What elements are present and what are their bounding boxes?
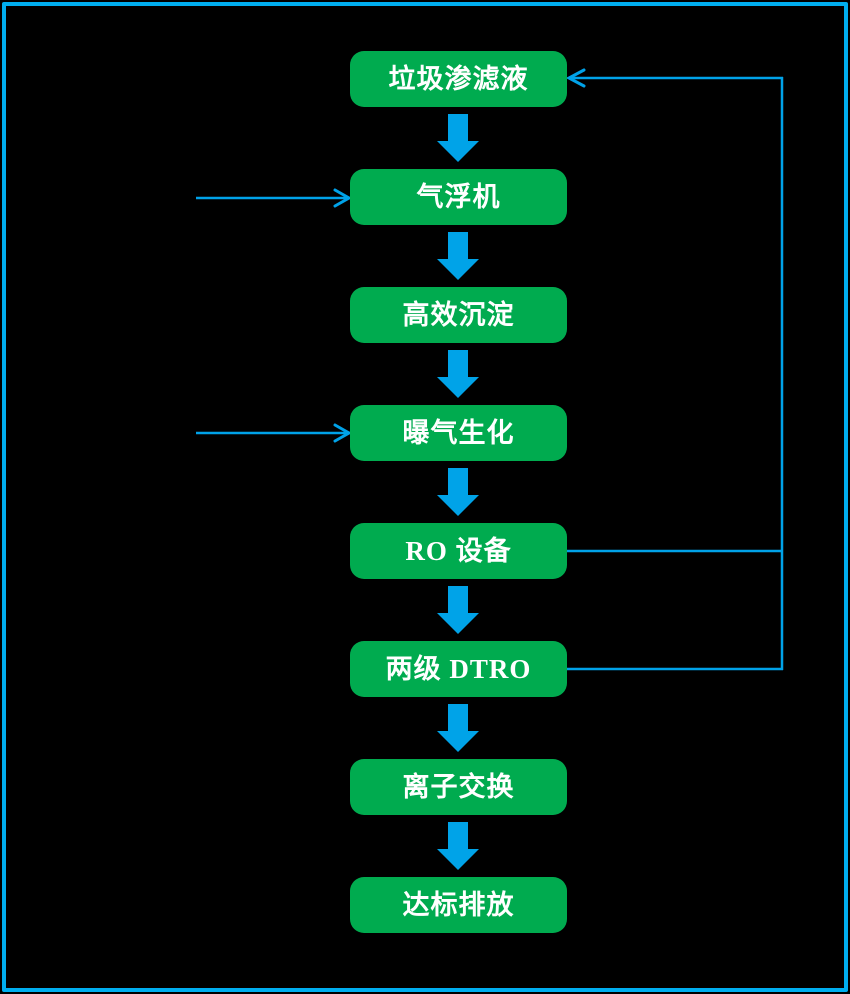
- node-label: 离子交换: [402, 771, 515, 802]
- right-arrowhead-icon: [333, 423, 353, 443]
- flow-node-ion-exchange: 离子交换: [350, 759, 567, 815]
- flow-node-high-efficiency-sedimentation: 高效沉淀: [350, 287, 567, 343]
- node-label: 垃圾渗滤液: [388, 63, 529, 94]
- node-label: RO 设备: [405, 535, 512, 566]
- down-arrow-icon: [437, 350, 479, 398]
- flow-node-leachate: 垃圾渗滤液: [350, 51, 567, 107]
- flow-node-aeration-biochemical: 曝气生化: [350, 405, 567, 461]
- node-label: 气浮机: [416, 181, 501, 212]
- node-label: 达标排放: [402, 889, 515, 920]
- node-label: 曝气生化: [402, 417, 515, 448]
- flow-node-air-flotation: 气浮机: [350, 169, 567, 225]
- right-arrowhead-icon: [333, 188, 353, 208]
- node-label: 两级 DTRO: [385, 653, 532, 684]
- flow-node-two-stage-dtro: 两级 DTRO: [350, 641, 567, 697]
- left-arrowhead-icon: [565, 68, 586, 88]
- node-label: 高效沉淀: [402, 299, 515, 330]
- flow-node-standard-discharge: 达标排放: [350, 877, 567, 933]
- down-arrow-icon: [437, 468, 479, 516]
- down-arrow-icon: [437, 586, 479, 634]
- down-arrow-icon: [437, 232, 479, 280]
- down-arrow-icon: [437, 822, 479, 870]
- down-arrow-icon: [437, 704, 479, 752]
- flow-node-ro-equipment: RO 设备: [350, 523, 567, 579]
- down-arrow-icon: [437, 114, 479, 162]
